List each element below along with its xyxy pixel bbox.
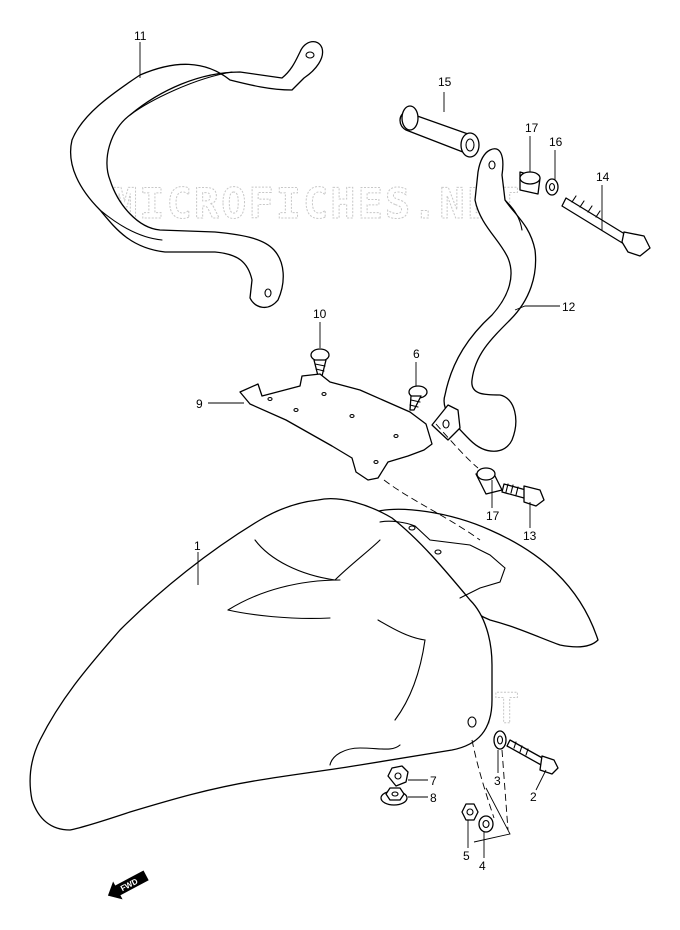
part-8-nut [380, 787, 408, 806]
part-3-washer [493, 730, 507, 750]
leader-lines [139, 42, 603, 858]
part-10-screw [310, 348, 330, 377]
watermark-top: MICROFICHES.NET [112, 179, 521, 228]
part-17-collar-lower [475, 467, 503, 495]
callout-4: 4 [479, 859, 486, 873]
callout-2: 2 [530, 790, 537, 804]
callout-7: 7 [430, 774, 437, 788]
callout-13: 13 [523, 529, 537, 543]
part-15-pin [399, 105, 480, 158]
part-2-bolt [506, 739, 559, 775]
callout-11: 11 [134, 29, 147, 43]
part-9-plate [239, 373, 433, 481]
part-6-screw [408, 385, 428, 411]
part-12-bracket [431, 148, 537, 452]
part-7-nut [387, 765, 409, 787]
callout-6: 6 [413, 347, 420, 361]
callout-1: 1 [194, 539, 201, 553]
part-1-fender [29, 498, 599, 831]
part-16-washer [545, 178, 559, 196]
part-4-washer [478, 815, 494, 833]
part-13-bolt [501, 483, 545, 507]
callout-17-upper: 17 [525, 121, 539, 135]
callout-labels: 11 15 17 16 14 12 10 6 9 17 13 1 7 3 2 8… [134, 29, 610, 873]
callout-17-lower: 17 [486, 509, 500, 523]
callout-15: 15 [438, 75, 452, 89]
part-5-nut [461, 803, 479, 821]
callout-12: 12 [562, 300, 576, 314]
callout-8: 8 [430, 791, 437, 805]
callout-5: 5 [463, 849, 470, 863]
callout-14: 14 [596, 170, 610, 184]
part-11-guard-bar [70, 41, 324, 308]
callout-9: 9 [196, 397, 203, 411]
callout-16: 16 [549, 135, 563, 149]
assembly-lines [383, 423, 511, 843]
part-14-bolt [561, 195, 651, 257]
callout-10: 10 [313, 307, 327, 321]
part-17-collar-upper [519, 171, 541, 195]
callout-3: 3 [494, 774, 501, 788]
fwd-arrow-icon: FWD [107, 870, 149, 900]
